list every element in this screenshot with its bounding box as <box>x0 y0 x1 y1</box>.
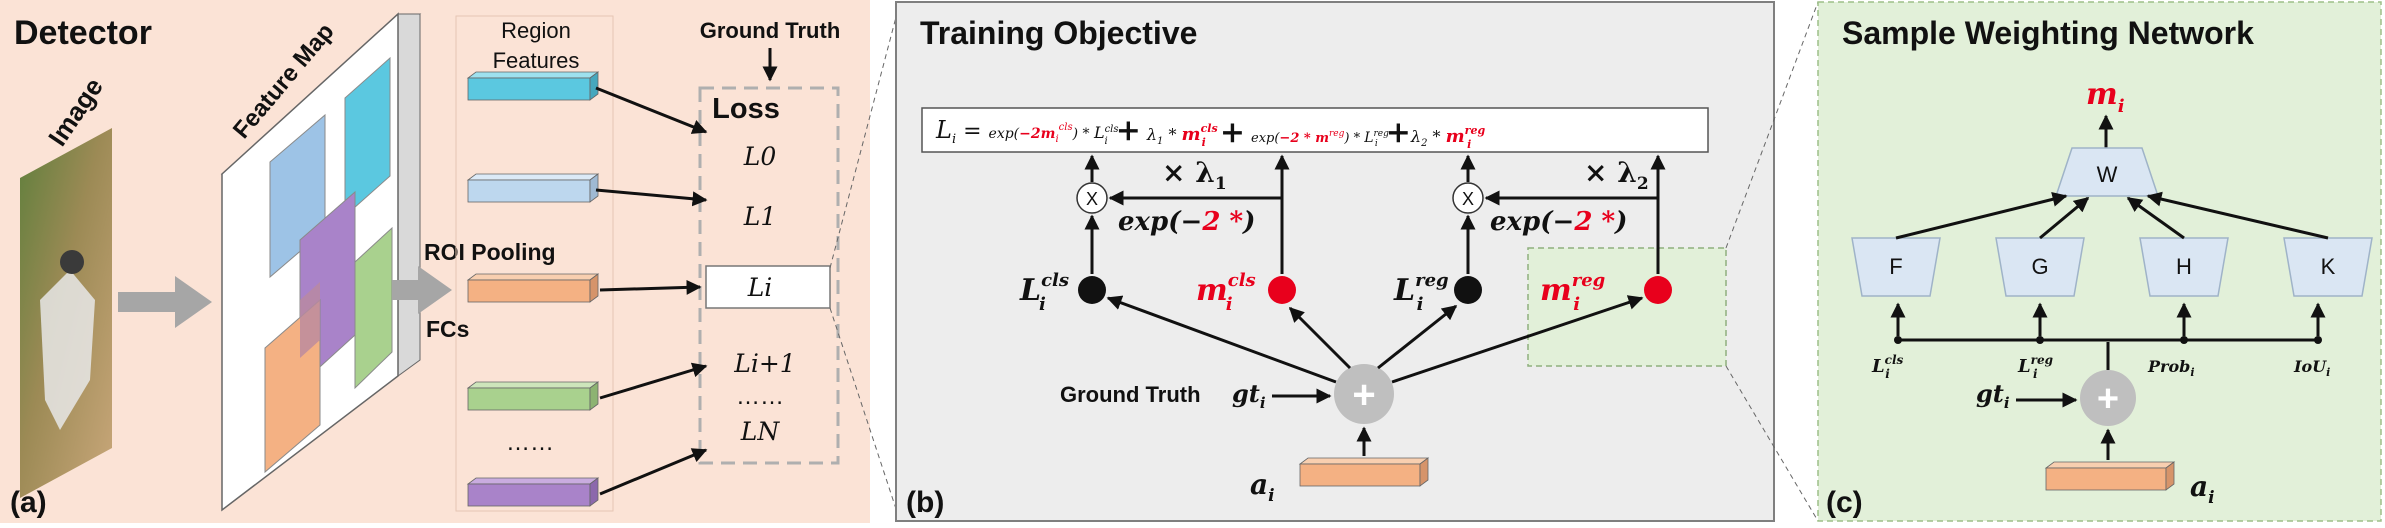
block-h-label: H <box>2176 254 2192 279</box>
multiply-symbol-cls: X <box>1086 189 1098 209</box>
loss-item-i: Li <box>747 273 773 302</box>
node-to-equation-arrows <box>1084 154 1666 274</box>
equation-box <box>921 107 1709 153</box>
exp-label-cls: exp(−2 *) <box>1118 207 1255 237</box>
block-k-label: K <box>2321 254 2336 279</box>
loss-item-i-plus-1: Li+1 <box>733 349 795 378</box>
loss-item-n: LN <box>740 417 781 446</box>
multiply-node-reg <box>1452 182 1484 214</box>
block-g <box>1995 237 2085 297</box>
loss-item-1: L1 <box>743 202 777 231</box>
region-to-loss-arrows <box>595 86 708 496</box>
multiply-symbol-reg: X <box>1462 189 1474 209</box>
panel-c-tag: (c) <box>1826 486 1863 519</box>
panel-c: Sample Weighting Network mi W F G H K <box>1817 1 2382 522</box>
plus-symbol-c: + <box>2097 378 2119 420</box>
block-f-label: F <box>1889 254 1902 279</box>
panel-b-tag: (b) <box>906 486 944 519</box>
ground-truth-label-a: Ground Truth <box>700 18 841 43</box>
panel-a-tag: (a) <box>10 486 47 519</box>
region-feature-bars <box>466 71 600 507</box>
input-iou: IoUi <box>2293 357 2330 379</box>
input-image <box>20 128 112 498</box>
loss-item-0: L0 <box>743 142 777 171</box>
zoom-lines-ab <box>829 1 901 522</box>
block-g-label: G <box>2031 254 2048 279</box>
ground-truth-label-b: Ground Truth <box>1060 382 1201 407</box>
loss-label: Loss <box>712 93 780 125</box>
m-cls-node <box>1268 276 1296 304</box>
exp-label-reg: exp(−2 *) <box>1490 207 1627 237</box>
region-features-column <box>455 15 614 512</box>
panel-a-title: Detector <box>14 14 152 52</box>
m-reg-node <box>1644 276 1672 304</box>
plus-to-node-arrows <box>1106 295 1644 384</box>
anchor-bar-b <box>1299 463 1421 487</box>
multiply-node-cls <box>1076 182 1108 214</box>
roi-pooling-label: ROI Pooling <box>424 239 556 265</box>
tap-dot-4 <box>2314 336 2322 344</box>
region-features-label-line1: Region <box>501 18 571 43</box>
tap-dot-3 <box>2180 336 2188 344</box>
input-prob: Probi <box>2147 357 2195 379</box>
panel-c-title: Sample Weighting Network <box>1842 15 2254 51</box>
anchor-bar-c-side <box>2165 461 2175 491</box>
loss-dots: …… <box>736 383 784 410</box>
plus-node-b <box>1334 364 1394 424</box>
input-taps <box>1890 302 2326 336</box>
tap-dot-2 <box>2036 336 2044 344</box>
feature-to-roi-arrow <box>392 266 452 314</box>
l-cls-node <box>1078 276 1106 304</box>
image-to-feature-arrow <box>118 276 212 328</box>
block-f <box>1851 237 1941 297</box>
fcs-label: FCs <box>426 316 469 342</box>
anchor-bar-b-side <box>1419 457 1429 487</box>
panel-b-title: Training Objective <box>920 15 1197 51</box>
l-reg-node <box>1454 276 1482 304</box>
block-k <box>2283 237 2373 297</box>
block-w-label: W <box>2097 162 2118 187</box>
anchor-symbol-c: ai <box>2190 470 2215 508</box>
loss-box <box>698 86 840 465</box>
anchor-bar-c-top <box>2044 461 2176 469</box>
anchor-bar-b-top <box>1298 457 1430 465</box>
plus-symbol-b: + <box>1352 373 1375 417</box>
tap-dot-1 <box>1894 336 1902 344</box>
blocks-to-w-arrows <box>1895 191 2329 240</box>
block-h <box>2139 237 2229 297</box>
panel-a: Detector Image Feature Map ROI Pooling F… <box>0 0 870 523</box>
panel-b: Training Objective Li = exp(−2micls) * L… <box>895 1 1775 522</box>
loss-item-i-box <box>705 265 831 309</box>
zoom-lines-bc <box>1725 1 1819 522</box>
region-dots: …… <box>506 429 554 456</box>
region-features-label-line2: Features <box>493 48 580 73</box>
plus-node-c <box>2080 370 2136 426</box>
anchor-bar-c <box>2045 467 2167 491</box>
